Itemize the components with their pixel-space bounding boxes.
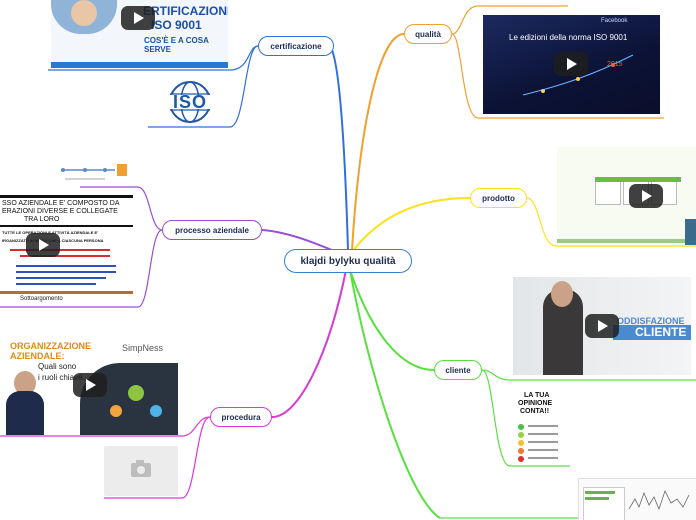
cert-title-line2: ISO 9001 [151,18,202,32]
proc-line4: TUTTE LE OPERAZIONI E ATTIVITÀ AZIENDALE… [2,230,99,235]
chart-image-fragment [578,478,696,520]
gear-icon [150,405,162,417]
gear-icon [128,385,144,401]
iso-logo-text: ISO [172,92,207,112]
camera-icon [131,460,151,477]
topic-procedura[interactable]: procedura [210,407,272,427]
proc-line2: ERAZIONI DIVERSE E COLLEGATE [2,208,118,215]
play-icon[interactable] [629,184,663,208]
presenter-body [6,391,44,435]
root-topic[interactable]: klajdi bylyku qualità [284,249,412,273]
play-icon[interactable] [585,314,619,338]
org-line3: Quali sono [38,362,77,371]
organizzazione-aziendale-video-thumbnail[interactable]: ORGANIZZAZIONE AZIENDALE: Quali sono i r… [0,335,180,435]
presenter-head [14,371,36,395]
iso-globe-icon [165,81,215,123]
progress-strip [557,239,685,243]
process-flow-icon [61,164,127,180]
proc-caption: Sottoargomento [20,296,63,302]
proc-line3: TRA LORO [24,216,60,223]
play-icon[interactable] [121,6,155,30]
sodd-line2: CLIENTE [635,325,687,339]
proc-line1: SSO AZIENDALE E' COMPOSTO DA [2,200,120,207]
topic-certificazione[interactable]: certificazione [258,36,334,56]
soddisfazione-cliente-video-thumbnail[interactable]: ODDISFAZIONE CLIENTE [513,277,691,375]
opinione-line1: LA TUA [524,392,550,399]
gear-icon [110,405,122,417]
processo-aziendale-video-thumbnail[interactable]: SSO AZIENDALE E' COMPOSTO DA ERAZIONI DI… [0,195,133,305]
presenter-head [551,281,573,307]
org-brand: SimpNess [122,343,164,353]
topic-prodotto[interactable]: prodotto [470,188,527,208]
video-badge: Facebook [601,18,628,24]
org-line2: AZIENDALE: [10,351,65,361]
video-title: Le edizioni della norma ISO 9001 [509,33,628,42]
opinione-conta-image: LA TUA OPINIONE CONTA!! [512,390,564,462]
iso-logo: ISO [162,80,218,124]
opinione-line3: CONTA!! [520,408,550,415]
cert-title-line1: ERTIFICAZIONE [143,4,228,18]
side-panel [685,219,696,245]
play-icon[interactable] [554,52,588,76]
opinione-line2: OPINIONE [518,400,553,407]
certificazione-video-thumbnail[interactable]: ERTIFICAZIONE ISO 9001 COS'È E A COSA SE… [51,0,228,68]
image-placeholder [104,446,178,496]
presenter-face [71,0,97,26]
play-icon[interactable] [73,373,107,397]
topic-processo-aziendale[interactable]: processo aziendale [162,220,262,240]
cert-bottom-bar [51,62,228,68]
org-line1: ORGANIZZAZIONE [10,341,91,351]
org-line4: i ruoli chiave [38,373,83,382]
timeline-graphic [522,54,634,96]
cert-title-line3: COS'È E A COSA SERVE [144,36,209,54]
play-icon[interactable] [26,233,60,257]
sodd-banner [613,325,691,340]
sodd-line1: ODDISFAZIONE [617,316,685,326]
ce-marking-video-thumbnail[interactable] [557,147,696,245]
topic-cliente[interactable]: cliente [434,360,482,380]
iso-editions-video-thumbnail[interactable]: Le edizioni della norma ISO 9001 Faceboo… [483,15,660,114]
ce-header-strip [595,177,681,182]
process-diagram-image [55,158,130,185]
topic-qualita[interactable]: qualità [404,24,452,44]
